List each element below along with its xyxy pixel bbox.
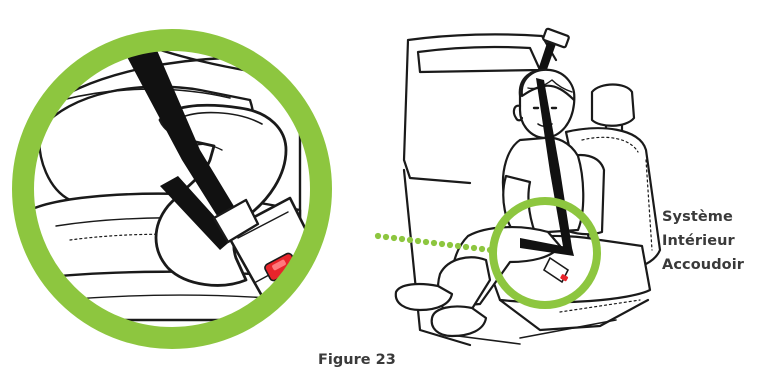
child-shoe-right <box>430 305 488 338</box>
child-seatbelt <box>536 78 572 252</box>
label-line-systeme: Système <box>662 209 733 225</box>
car-scene <box>394 27 662 347</box>
dotted-connector <box>374 232 494 254</box>
label-line-accoudoir: Accoudoir <box>662 257 745 273</box>
label-line-interieur: Intérieur <box>662 233 735 249</box>
callout-circle-small <box>489 197 601 309</box>
car-door-frame <box>402 33 558 185</box>
shoulder-belt-top <box>536 40 556 78</box>
shoulder-strap <box>118 40 252 246</box>
zoom-ring <box>12 29 332 349</box>
child-shoe-left <box>394 282 454 312</box>
lap-strap <box>160 176 234 250</box>
zoom-detail <box>12 29 332 349</box>
headrest <box>590 83 636 127</box>
figure-caption: Figure 23 <box>318 352 396 368</box>
